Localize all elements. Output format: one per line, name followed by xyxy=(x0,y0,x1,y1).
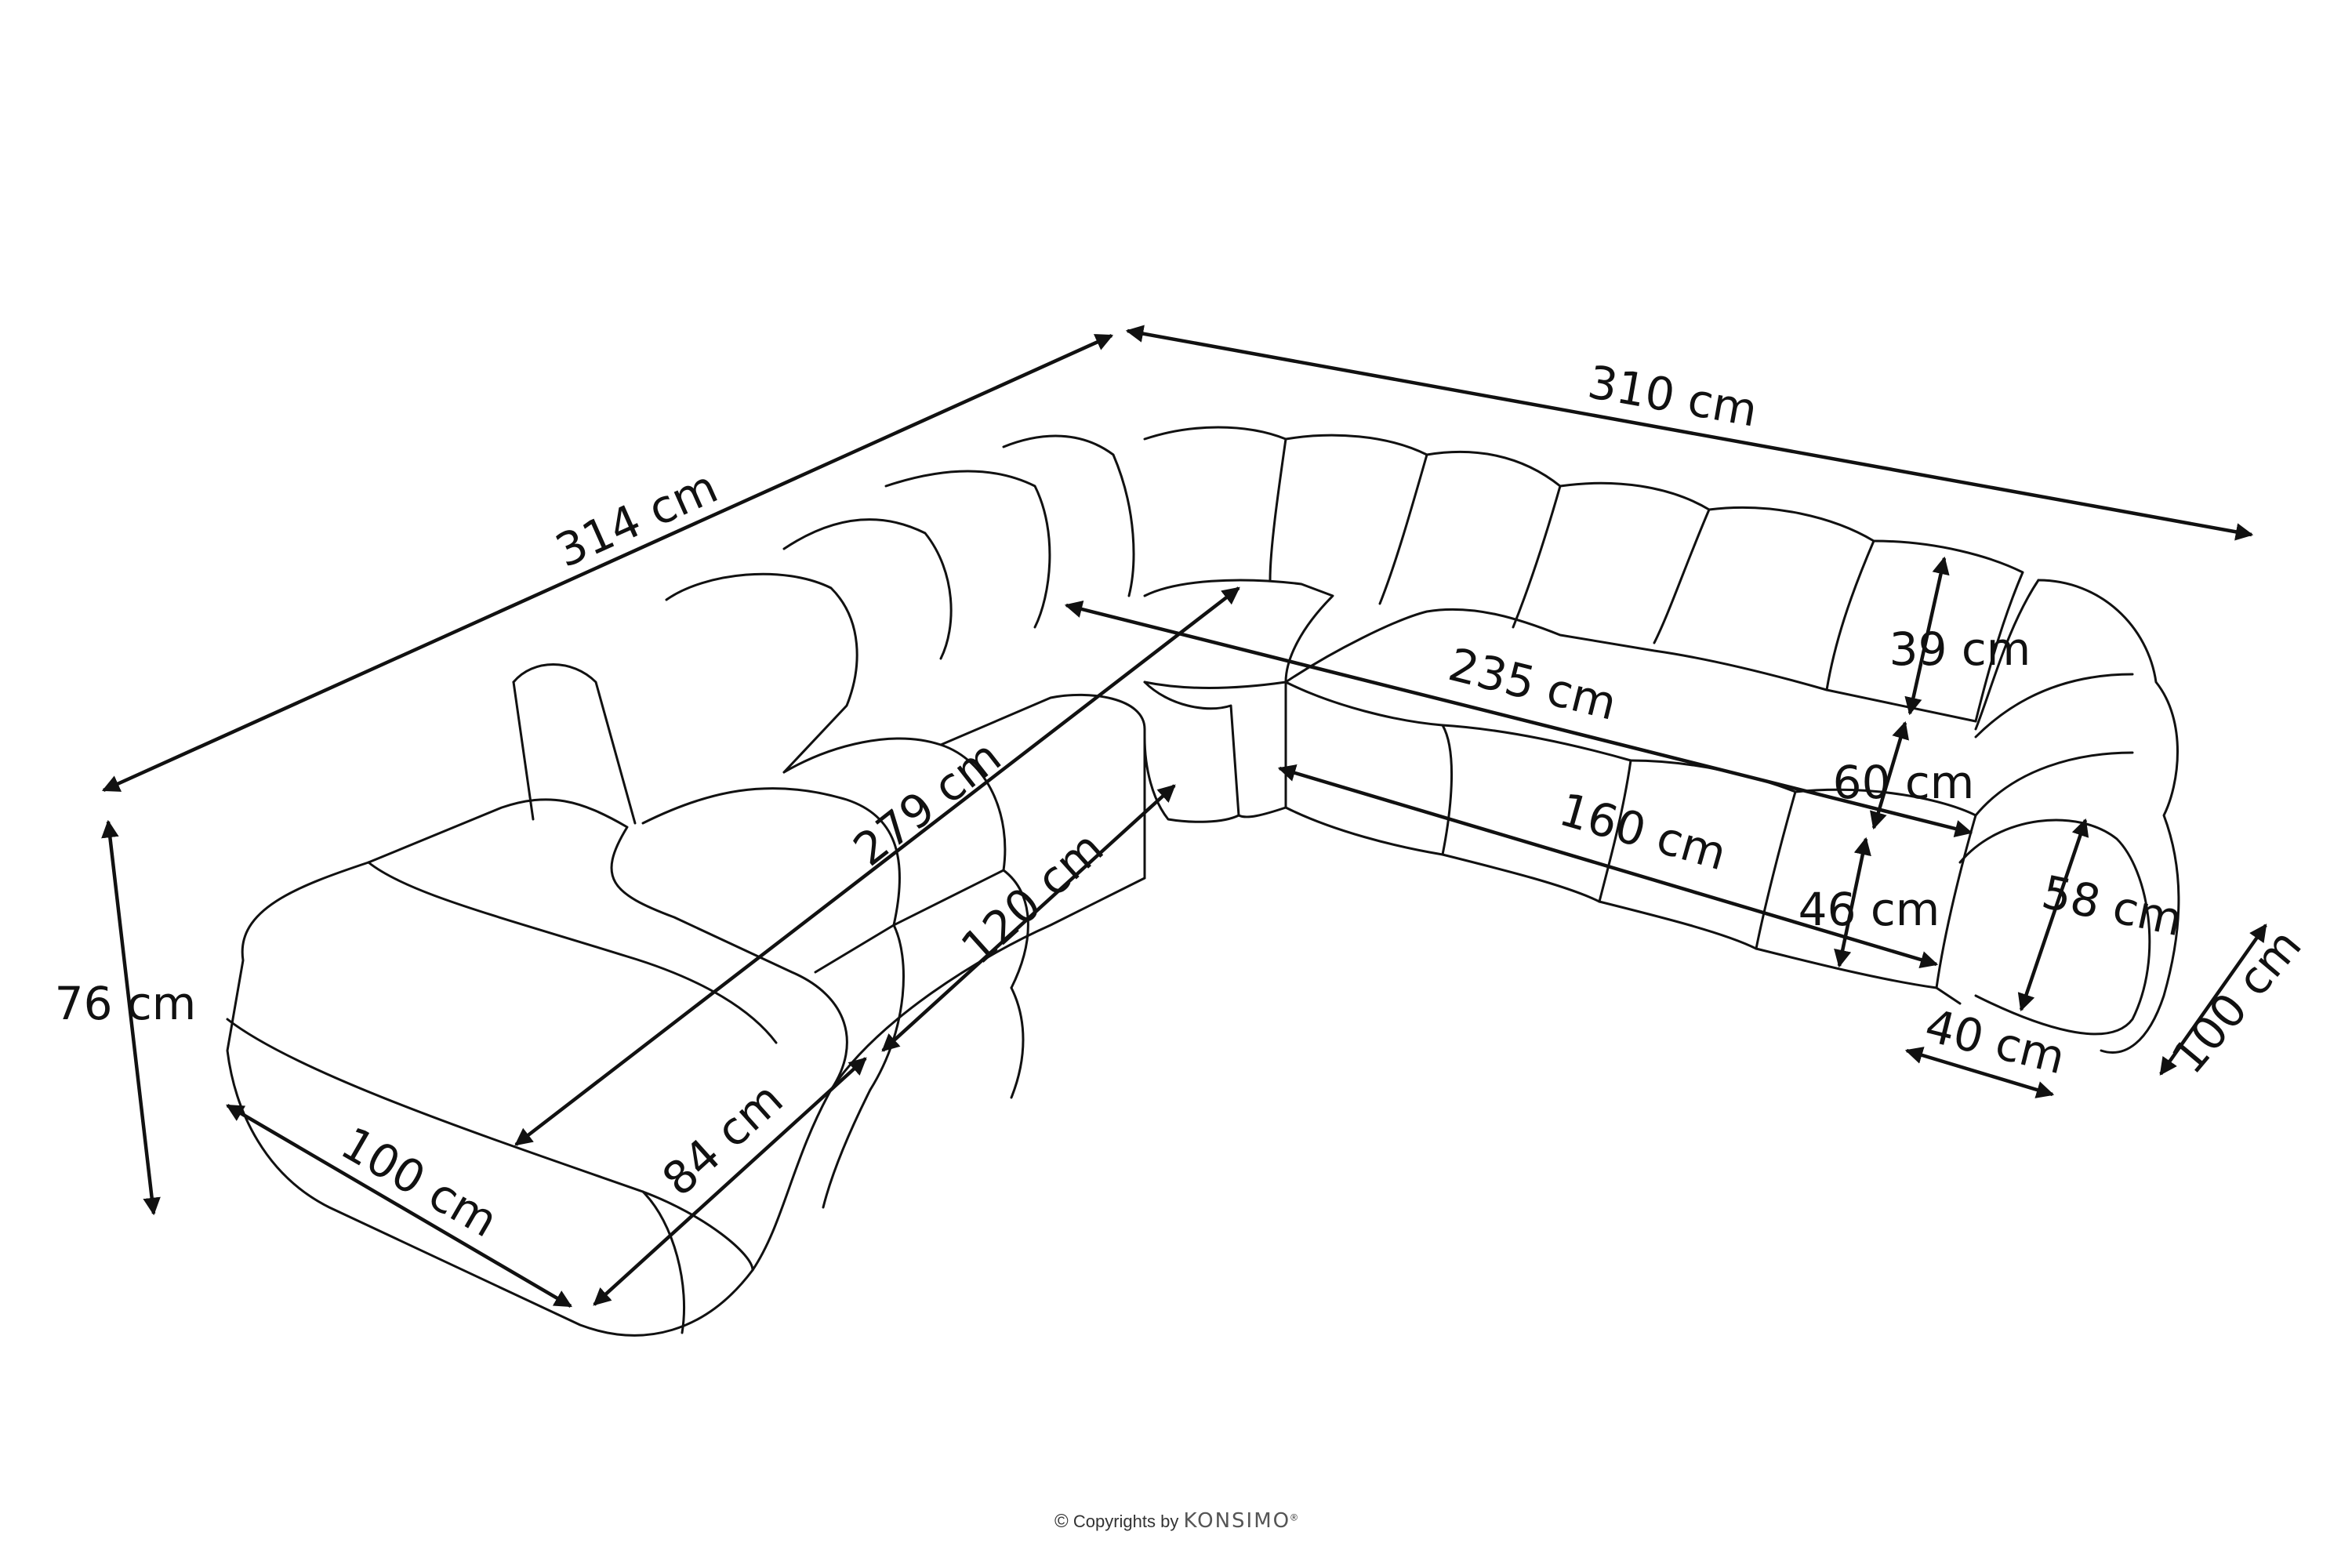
dim-line-120 xyxy=(881,784,1176,1052)
copyright-text: Copyrights by xyxy=(1073,1512,1179,1531)
registered-mark: ® xyxy=(1290,1512,1298,1523)
dim-label-39: 39 cm xyxy=(1889,622,2031,676)
dim-label-60: 60 cm xyxy=(1833,756,1975,809)
dim-label-279: 279 cm xyxy=(844,729,1011,877)
dim-line-39 xyxy=(1904,556,1950,716)
dim-label-100-right: 100 cm xyxy=(2161,919,2312,1083)
dim-line-46 xyxy=(1834,837,1871,968)
dim-label-58: 58 cm xyxy=(2038,865,2187,946)
dim-line-84 xyxy=(593,1057,867,1306)
copyright-icon: © xyxy=(1054,1511,1069,1532)
sofa-outline xyxy=(226,426,2180,1337)
dim-label-160: 160 cm xyxy=(1554,782,1733,880)
dim-line-100-right xyxy=(2159,924,2267,1076)
dim-line-310 xyxy=(1125,325,2254,541)
dim-line-160 xyxy=(1277,764,1939,968)
dim-line-314 xyxy=(101,333,1114,793)
dim-line-100-left xyxy=(226,1104,572,1308)
dim-label-235: 235 cm xyxy=(1443,637,1622,731)
dim-label-46: 46 cm xyxy=(1798,883,1940,936)
dimension-lines xyxy=(101,325,2267,1308)
dim-line-40 xyxy=(1904,1047,2055,1098)
dim-label-76: 76 cm xyxy=(55,977,197,1030)
dim-label-120: 120 cm xyxy=(951,821,1113,975)
dim-label-314: 314 cm xyxy=(548,459,725,578)
dim-line-76 xyxy=(101,819,161,1216)
dim-line-58 xyxy=(2017,818,2089,1012)
brand-logo: KONSIMO xyxy=(1183,1509,1291,1533)
copyright-footer: © Copyrights by KONSIMO® xyxy=(0,1509,2352,1533)
dimension-labels: 314 cm 310 cm 76 cm 279 cm 235 cm 39 cm … xyxy=(55,355,2312,1248)
dim-label-40: 40 cm xyxy=(1920,999,2071,1085)
dim-label-310: 310 cm xyxy=(1584,355,1761,437)
